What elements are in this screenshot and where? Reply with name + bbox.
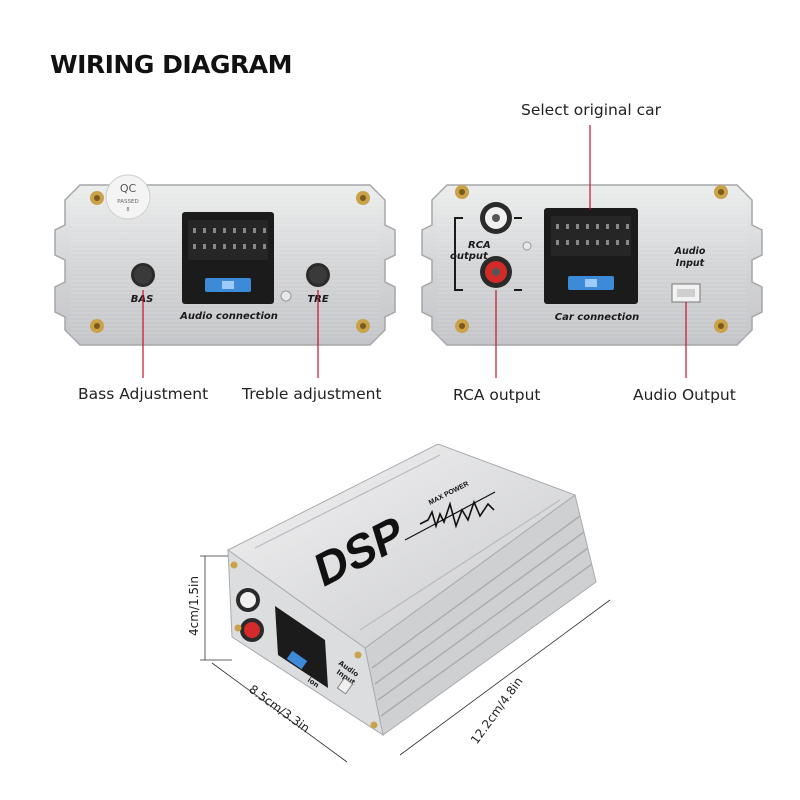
rca-label-2: output [450, 251, 489, 262]
treble-adjustment-callout: Treble adjustment [242, 385, 382, 403]
qc-passed-label: PASSED [117, 199, 138, 205]
audio-connection-label: Audio connection [179, 311, 278, 322]
select-original-car-callout: Select original car [521, 101, 661, 119]
screw [370, 721, 378, 729]
car-connector [544, 208, 638, 304]
front-rca-red [240, 618, 264, 642]
right-end-panel: RCA output Car connection Audio Input [421, 184, 763, 346]
audio-input-port[interactable] [671, 283, 701, 303]
length-dimension-line [399, 599, 611, 756]
height-dimension-label: 4cm/1.5in [187, 576, 201, 636]
rca-jack-white[interactable] [480, 202, 512, 234]
led-indicator [280, 290, 292, 302]
qc-sticker: QC PASSED 8 [105, 174, 151, 220]
device-audio-input-port [336, 677, 354, 695]
screw [90, 191, 104, 205]
qc-label: QC [120, 182, 137, 195]
screw [714, 319, 728, 333]
audio-connector [182, 212, 274, 304]
leader-lines [142, 125, 687, 378]
treble-knob[interactable] [306, 263, 330, 287]
screw [354, 651, 362, 659]
length-dimension-label: 12.2cm/4.8in [468, 675, 526, 747]
audio-input-label-1: Audio [674, 246, 706, 257]
width-dimension-line [211, 662, 348, 763]
page-title: WIRING DIAGRAM [50, 50, 292, 79]
bass-knob[interactable] [131, 263, 155, 287]
screw [714, 185, 728, 199]
rca-jack-red[interactable] [480, 256, 512, 288]
screw [90, 319, 104, 333]
led-indicator [522, 241, 532, 251]
audio-output-callout: Audio Output [633, 386, 736, 404]
screw [455, 319, 469, 333]
left-end-panel: QC PASSED 8 BAS Audio connection [54, 174, 396, 346]
screw [356, 191, 370, 205]
dimension-lines [200, 555, 611, 763]
screw [234, 624, 242, 632]
front-connector [275, 606, 328, 688]
front-rca-white [236, 588, 260, 612]
screw [356, 319, 370, 333]
car-connection-label: Car connection [555, 312, 639, 323]
screw [455, 185, 469, 199]
bass-adjustment-callout: Bass Adjustment [78, 385, 209, 403]
bas-label: BAS [131, 294, 154, 305]
rca-output-callout: RCA output [453, 386, 541, 404]
dsp-device: DSP MAX POWER Audio Input ion [227, 443, 597, 737]
width-dimension-label: 8.5cm/3.3in [246, 682, 312, 735]
qc-number: 8 [126, 207, 129, 213]
audio-input-label-2: Input [676, 258, 705, 269]
screw [230, 561, 238, 569]
rca-label-1: RCA [468, 240, 491, 251]
